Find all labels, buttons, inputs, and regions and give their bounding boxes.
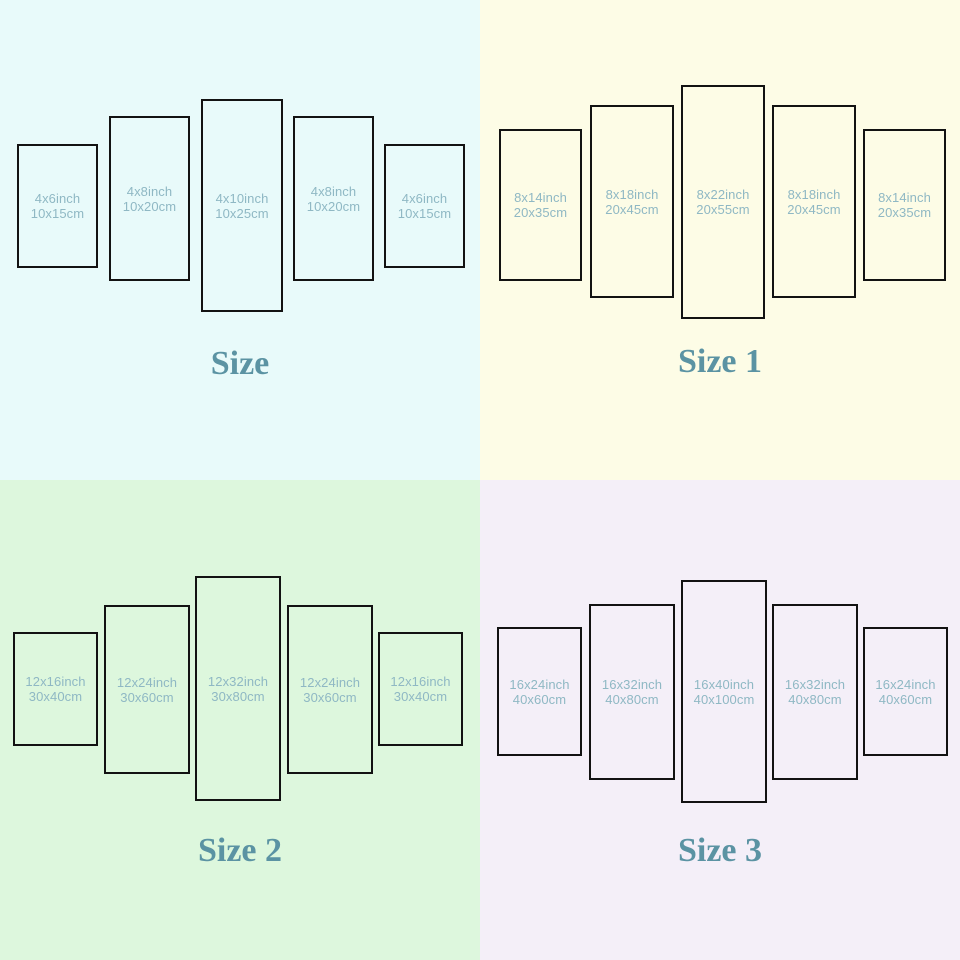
panel-size-inch: 8x18inch — [787, 186, 841, 202]
panel-size-cm: 10x15cm — [397, 206, 452, 221]
panel-size-cm: 20x35cm — [877, 205, 932, 220]
panel-size-cm: 40x60cm — [878, 691, 933, 707]
panel-size-cm: 20x45cm — [787, 201, 841, 217]
panel-size-inch: 12x16inch — [390, 674, 451, 689]
panel-size-cm: 20x55cm — [696, 202, 750, 217]
panel-size-cm: 30x40cm — [393, 689, 448, 704]
panel-size-inch: 8x18inch — [605, 186, 659, 202]
panel-size-inch: 4x6inch — [34, 191, 81, 206]
quadrant-title-size-3: Size 3 — [677, 832, 763, 869]
panel-size-cm: 10x15cm — [30, 206, 85, 221]
panel-size-inch: 16x24inch — [875, 676, 936, 692]
quadrant-title-size-2: Size 2 — [197, 832, 283, 869]
quadrant-title-size-1: Size 1 — [677, 343, 763, 380]
panel-size-inch: 8x22inch — [696, 187, 750, 202]
panel-size-inch: 12x24inch — [116, 674, 178, 690]
panel-size-cm: 40x60cm — [512, 691, 567, 707]
panel-size-inch: 16x40inch — [693, 676, 755, 692]
panel-size-inch: 12x32inch — [207, 673, 269, 689]
panel-size-cm: 20x35cm — [513, 205, 568, 220]
panel-size-inch: 8x14inch — [514, 190, 567, 205]
panel-size-inch: 12x16inch — [25, 674, 86, 689]
panel-size-cm: 30x60cm — [303, 689, 357, 705]
panel-size-cm: 40x80cm — [605, 692, 659, 707]
panel-size-inch: 16x24inch — [509, 676, 570, 692]
panel-size-inch: 4x8inch — [310, 183, 357, 199]
panel-size-inch: 4x10inch — [215, 190, 269, 206]
panel-size-inch: 4x6inch — [401, 191, 448, 206]
panel-size-inch: 12x24inch — [299, 674, 361, 690]
panel-size-cm: 10x20cm — [122, 198, 177, 214]
panel-size-cm: 30x40cm — [28, 689, 83, 704]
panel-size-cm: 40x100cm — [693, 691, 755, 707]
panel-size-inch: 8x14inch — [878, 190, 931, 205]
panel-size-inch: 4x8inch — [126, 183, 173, 199]
panel-size-inch: 16x32inch — [784, 677, 846, 692]
panel-size-cm: 30x60cm — [120, 689, 174, 705]
panel-size-cm: 30x80cm — [211, 688, 265, 704]
panel-size-cm: 10x20cm — [306, 198, 361, 214]
panel-size-inch: 16x32inch — [601, 677, 663, 692]
panel-size-cm: 10x25cm — [215, 205, 269, 221]
quadrant-title-size: Size — [210, 345, 270, 382]
panel-size-cm: 40x80cm — [788, 692, 842, 707]
panel-size-cm: 20x45cm — [605, 201, 659, 217]
